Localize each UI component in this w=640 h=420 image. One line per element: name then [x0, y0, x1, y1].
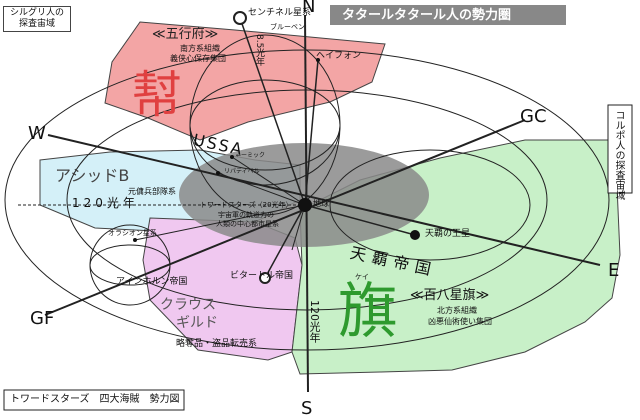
south-label: S: [301, 398, 313, 419]
right-sphere: [329, 149, 531, 261]
asid-name: アシッドB: [55, 166, 130, 185]
claus-name2: ギルド: [176, 315, 218, 331]
center-line2: 宇宙軍の軌道力の: [218, 211, 274, 219]
asid-sub: 元傭兵部隊系: [128, 187, 176, 196]
ripateiberu-label: リパティベル: [224, 168, 260, 175]
sentinel-label: センチネル星系: [248, 8, 312, 18]
gogyo-kanji: 幇: [132, 66, 182, 124]
tenha-node: [410, 230, 420, 240]
title-banner-text: タタールタタール人の勢力圏: [342, 8, 512, 23]
hata-ruby: ケイ: [355, 273, 369, 281]
earth-label: 地球: [313, 199, 329, 208]
heifon-label: ヘイフォン: [316, 51, 362, 61]
ainhorn-label: アインホルン帝国: [116, 277, 188, 287]
gf-label: GF: [30, 308, 55, 329]
east-label: E: [608, 260, 620, 281]
claus-sub: 略奪品・盗品転売系: [176, 339, 258, 349]
claus-name1: クラウス: [160, 297, 216, 313]
small-earth-label: ←ーミック: [236, 152, 266, 159]
hata-title: ≪百八星旗≫: [410, 288, 490, 303]
gf-gc-axis: [44, 119, 526, 316]
heifon-node: [316, 58, 320, 62]
su-label: 8.5光年: [254, 34, 264, 67]
sirguri-line1: シルグリ人の: [10, 8, 65, 18]
gogyo-territory: [104, 21, 386, 141]
orion-label: オラシオン星系: [108, 229, 157, 237]
we-axis: [47, 134, 601, 266]
hata-line1: 北方系組織: [437, 306, 477, 315]
sirguri-line2: 探査宙域: [19, 19, 56, 29]
north-label: N: [302, 0, 316, 17]
gogyo-line2: 義侠心保存集団: [170, 54, 226, 63]
legend-text: トワードスターズ 四大海賊 勢力図: [10, 394, 180, 405]
pitoru-node: [259, 272, 271, 284]
sentinel-node: [233, 11, 247, 25]
west-label: W: [28, 123, 46, 144]
sirguri-box: シルグリ人の 探査宙域: [3, 6, 72, 32]
pitoru-label: ビタートル帝国: [230, 271, 294, 281]
earth-node: [298, 198, 312, 212]
hata-line2: 凶悪仙術使い集団: [428, 317, 492, 326]
asid-dist: 120光年: [72, 196, 139, 210]
title-banner-bg: [330, 5, 566, 25]
gogyo-title: ≪五行府≫: [152, 27, 219, 42]
korupo-label: コルポ人の探査宙域: [613, 110, 624, 200]
gogyo-line1: 南方系組織: [180, 44, 220, 53]
tenha-lord: 天覇の王星: [425, 229, 471, 239]
pluben-label: ブルーベン: [270, 23, 305, 31]
south-dist: 120光年: [308, 300, 321, 343]
hata-kanji: 旗: [338, 277, 398, 347]
center-line3: 人類の中心都市星系: [216, 220, 279, 228]
center-line1: トワードスターズ（20光年）: [200, 201, 293, 209]
gc-label: GC: [520, 106, 547, 127]
